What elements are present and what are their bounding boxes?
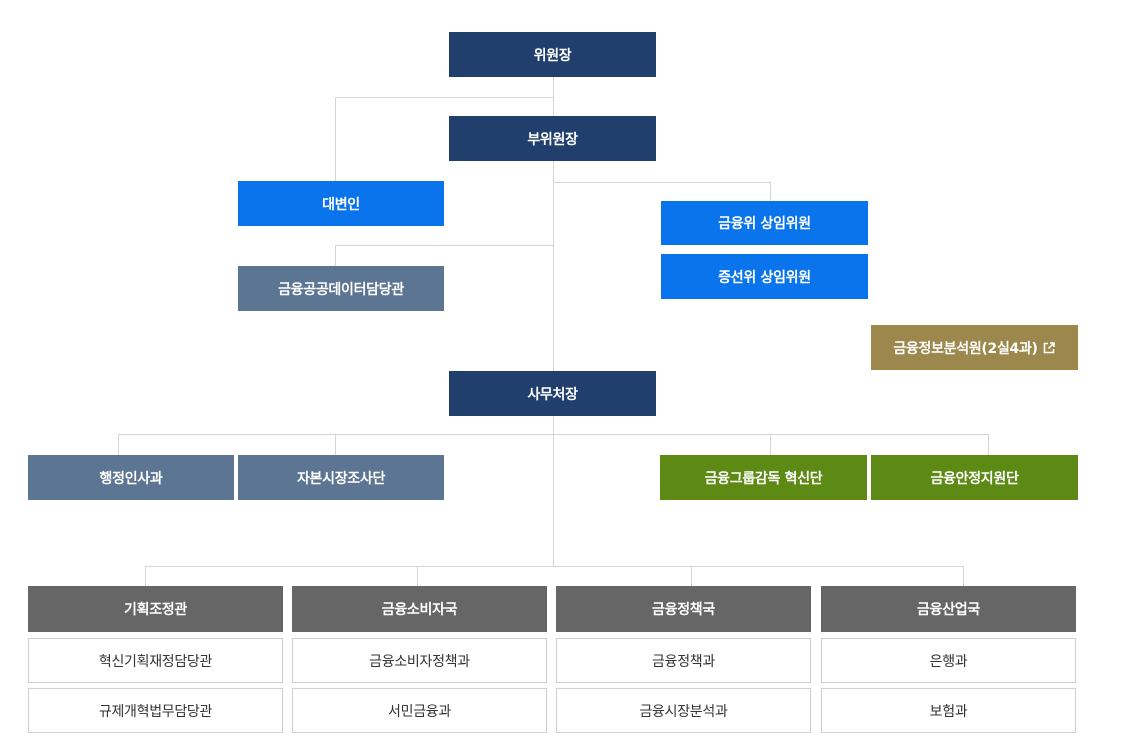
bureau-financial-industry[interactable]: 금융산업국	[821, 586, 1076, 632]
chairman-box[interactable]: 위원장	[449, 32, 656, 77]
fiu-link-box[interactable]: 금융정보분석원(2실4과)	[871, 325, 1078, 370]
secretary-general-box[interactable]: 사무처장	[449, 371, 656, 416]
fsc-commissioner-box[interactable]: 금융위 상임위원	[661, 201, 868, 245]
fiu-label: 금융정보분석원(2실4과)	[893, 340, 1038, 357]
bureau-consumer-item[interactable]: 서민금융과	[292, 688, 547, 733]
sfc-commissioner-box[interactable]: 증선위 상임위원	[661, 254, 868, 299]
bureau-financial-policy-item[interactable]: 금융시장분석과	[556, 688, 811, 733]
bureau-planning-item[interactable]: 규제개혁법무담당관	[28, 688, 283, 733]
stability-support-box[interactable]: 금융안정지원단	[871, 455, 1078, 500]
external-link-icon	[1043, 341, 1055, 353]
bureau-financial-industry-item[interactable]: 은행과	[821, 638, 1076, 683]
admin-personnel-box[interactable]: 행정인사과	[28, 455, 234, 500]
bureau-planning-coordination[interactable]: 기획조정관	[28, 586, 283, 632]
capital-market-investigation-box[interactable]: 자본시장조사단	[238, 455, 444, 500]
bureau-financial-policy-item[interactable]: 금융정책과	[556, 638, 811, 683]
vice-chairman-box[interactable]: 부위원장	[449, 116, 656, 161]
public-data-officer-box[interactable]: 금융공공데이터담당관	[238, 266, 444, 311]
bureau-planning-item[interactable]: 혁신기획재정담당관	[28, 638, 283, 683]
bureau-consumer[interactable]: 금융소비자국	[292, 586, 547, 632]
bureau-financial-industry-item[interactable]: 보험과	[821, 688, 1076, 733]
group-supervision-innovation-box[interactable]: 금융그룹감독 혁신단	[660, 455, 867, 500]
bureau-financial-policy[interactable]: 금융정책국	[556, 586, 811, 632]
bureau-consumer-item[interactable]: 금융소비자정책과	[292, 638, 547, 683]
spokesperson-box[interactable]: 대변인	[238, 181, 444, 226]
